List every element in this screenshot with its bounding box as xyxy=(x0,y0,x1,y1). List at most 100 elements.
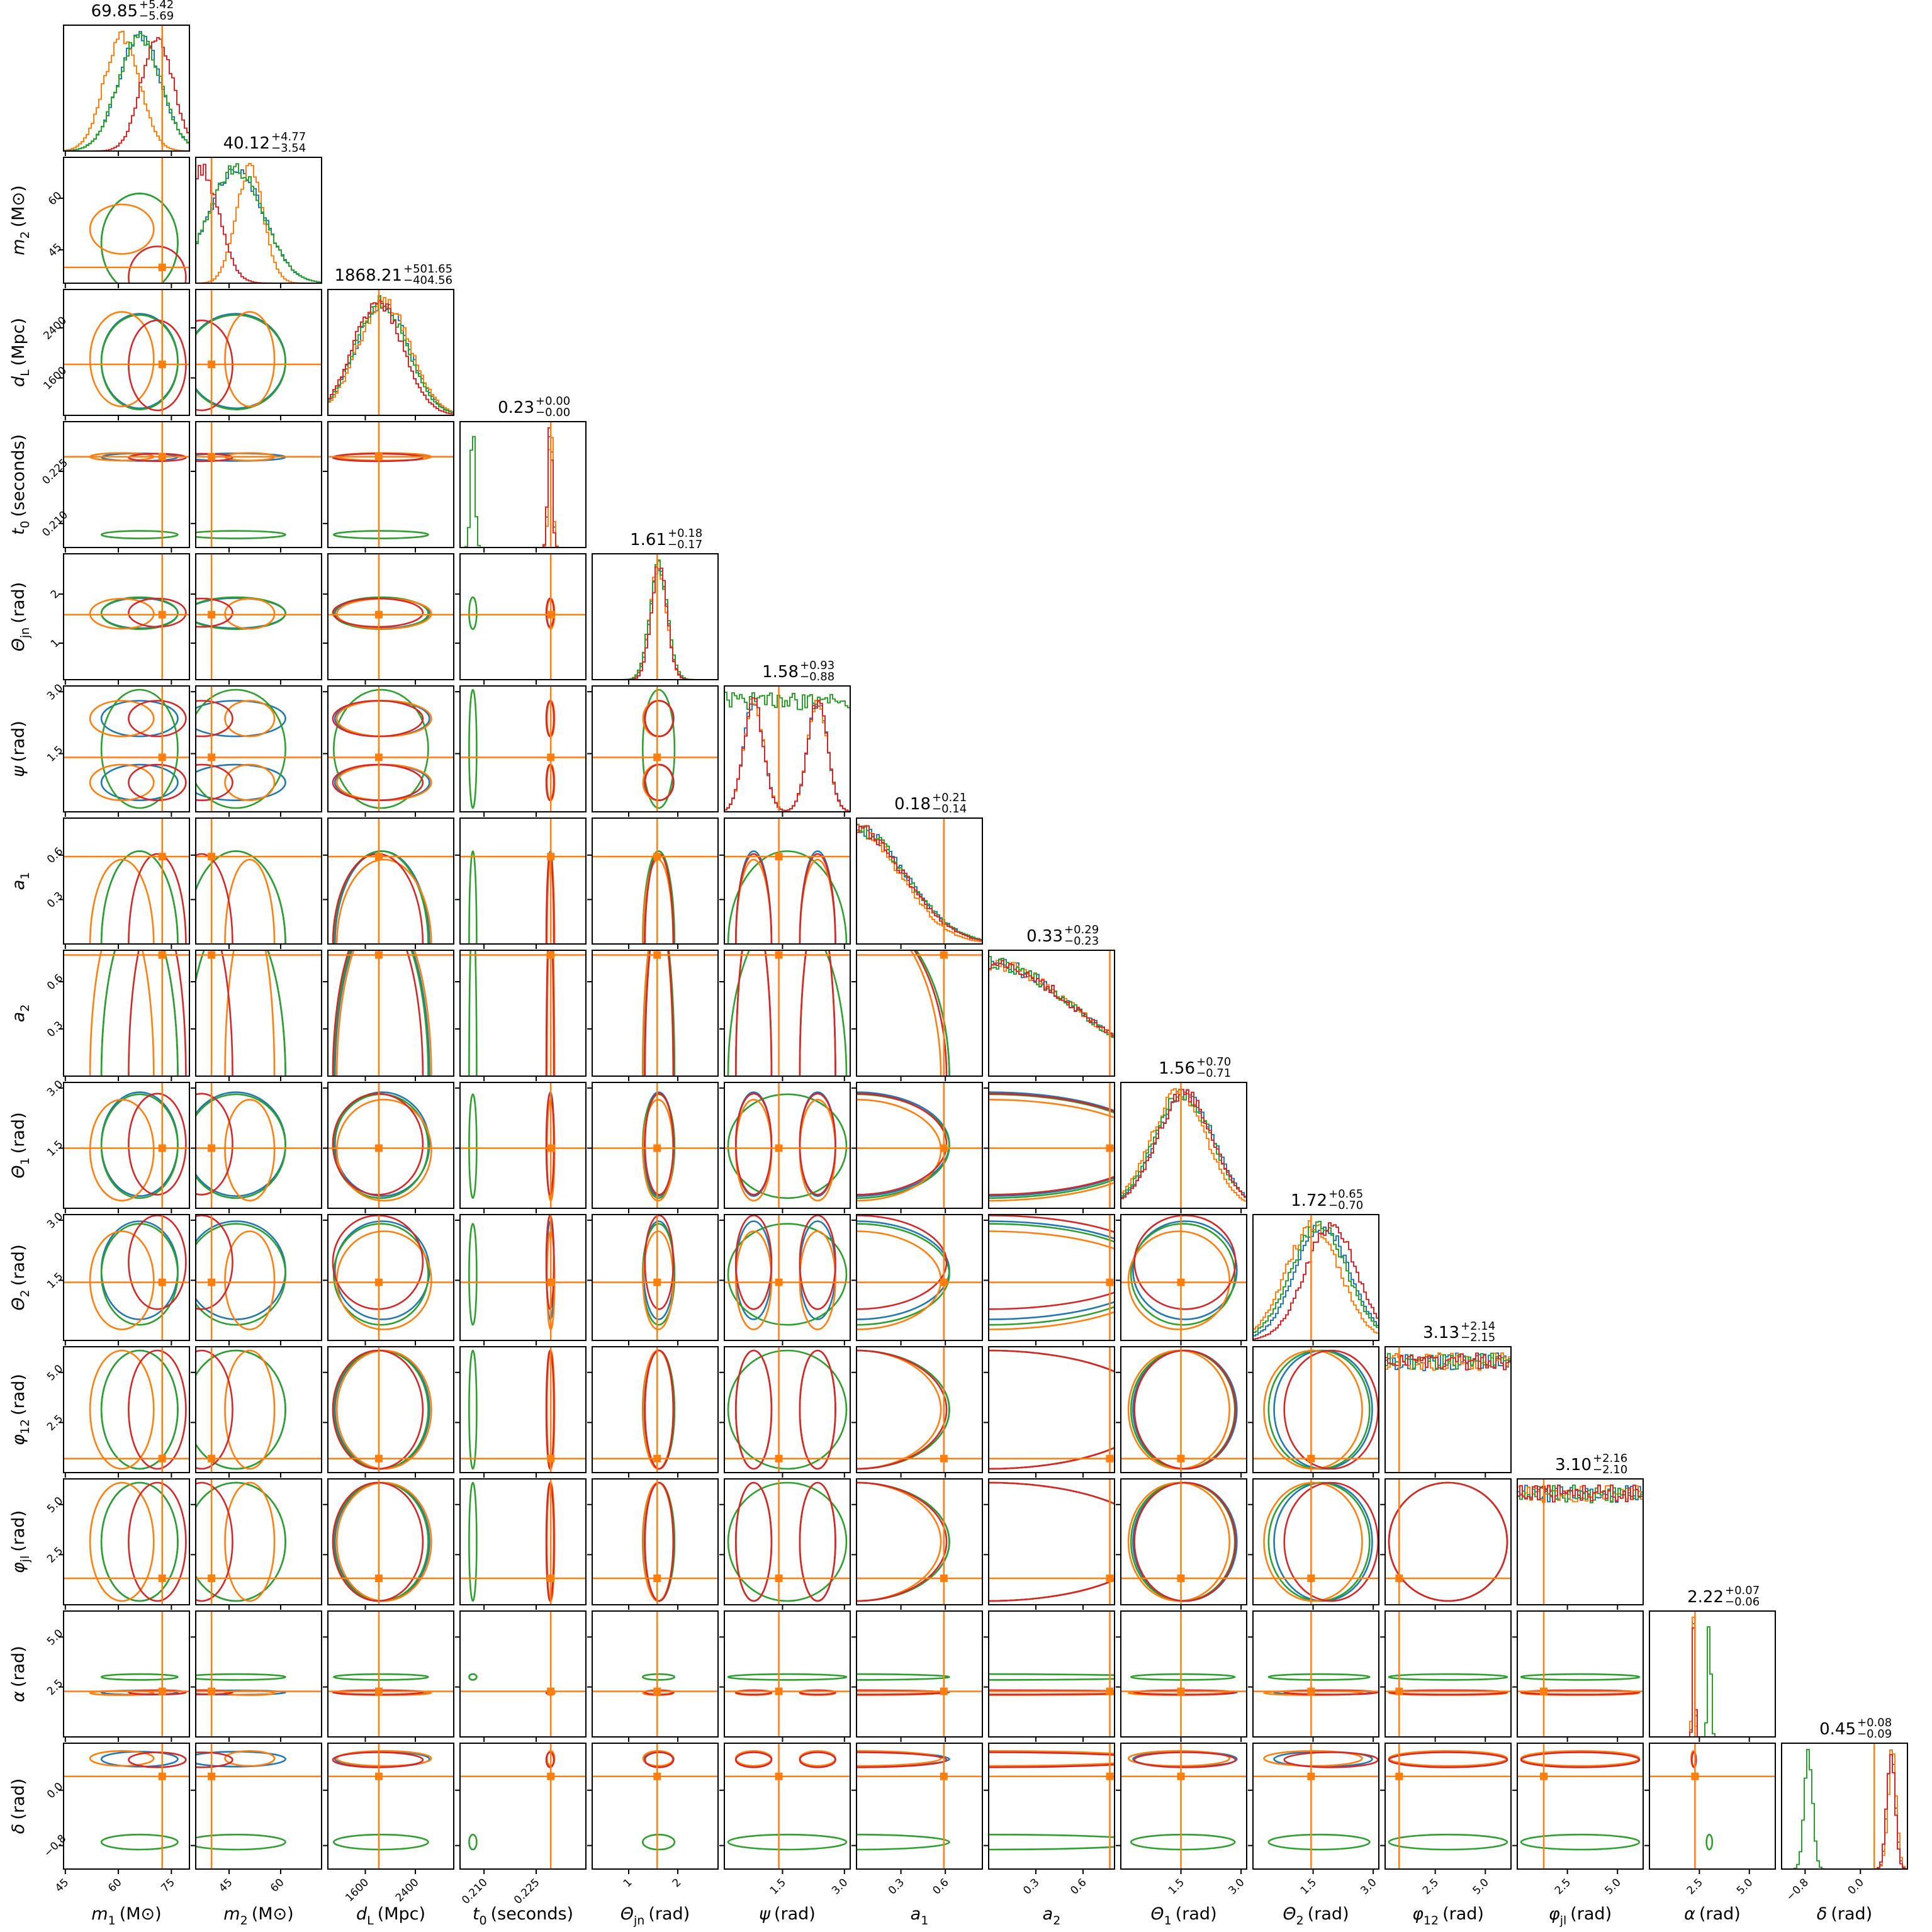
y-tick-label: 0.210 xyxy=(40,508,70,539)
axis-symbol: Θ xyxy=(1150,1904,1164,1924)
contour-series-1 xyxy=(224,1750,276,1767)
truth-marker xyxy=(775,1144,783,1152)
histogram-step-series-3 xyxy=(724,697,850,812)
contour-series-0 xyxy=(1273,1349,1373,1470)
contour-series-1 xyxy=(734,1230,773,1330)
contour-panel-a1-vs-jl xyxy=(856,1479,982,1605)
histogram-step-series-2 xyxy=(196,163,322,283)
axis-unit: (M⊙) xyxy=(252,1904,294,1924)
contour-panel-t0-vs-jl xyxy=(460,1479,586,1605)
y-tick-label: 5.0 xyxy=(45,1495,65,1515)
contour-panel-jn-vs-jl xyxy=(592,1479,718,1605)
axis-unit: (rad) xyxy=(1308,1904,1349,1924)
contour-panel-m2-vs-12 xyxy=(196,1347,322,1473)
y-axis-label-param: δ(rad) xyxy=(9,1778,28,1834)
contour-series-2 xyxy=(196,1481,286,1602)
contour-series-2 xyxy=(100,314,179,410)
y-tick-label: 2.5 xyxy=(45,1412,65,1433)
y-tick-label: −0.8 xyxy=(42,1833,69,1860)
contour-panel-t0-vs-1 xyxy=(460,1082,586,1208)
contour-series-1 xyxy=(1127,1481,1230,1602)
truth-marker xyxy=(653,1574,661,1582)
contour-series-1 xyxy=(1520,1750,1641,1767)
contour-panel-dl-vs-2 xyxy=(328,1215,454,1340)
panel-frame xyxy=(1384,1346,1512,1473)
panel-frame xyxy=(195,1743,322,1870)
x-tick-label: 3.0 xyxy=(1226,1876,1247,1897)
histogram-step-series-2 xyxy=(1253,1220,1379,1340)
contour-series-2 xyxy=(1130,1833,1236,1851)
panel-frame xyxy=(327,1082,454,1209)
contour-panel-a2-vs-12 xyxy=(989,1347,1115,1473)
contour-series-1 xyxy=(335,1098,432,1202)
contour-series-2 xyxy=(1520,1673,1641,1681)
title-plus-error: +4.77 xyxy=(271,130,306,143)
contour-series-3 xyxy=(332,1751,424,1768)
panel-frame xyxy=(459,1214,587,1341)
truth-marker xyxy=(653,951,661,959)
x-tick-label: 5.0 xyxy=(1471,1876,1491,1897)
truth-marker xyxy=(374,1574,383,1582)
contour-panel-m2-vs-jn xyxy=(196,554,322,680)
contour-panel-dl-vs-t0 xyxy=(328,422,454,548)
contour-series-1 xyxy=(89,597,155,630)
axis-unit: (rad) xyxy=(648,1904,690,1924)
contour-series-3 xyxy=(196,700,233,738)
contour-series-3 xyxy=(128,1215,187,1310)
axis-subscript: 2 xyxy=(18,231,32,239)
y-tick-label: 1.5 xyxy=(45,1271,65,1291)
contour-series-3 xyxy=(196,1092,233,1196)
y-tick-label: 0.225 xyxy=(40,456,70,487)
histogram-panel-dl xyxy=(328,289,454,415)
panel-frame xyxy=(1252,1743,1379,1870)
title-value: 1868.21 xyxy=(334,266,402,285)
histogram-step-series-2 xyxy=(460,435,586,548)
contour-series-3 xyxy=(332,597,424,628)
contour-series-1 xyxy=(335,763,432,801)
contour-series-3 xyxy=(734,1751,773,1768)
y-tick-label: 2 xyxy=(48,588,62,602)
x-axis-label-a1: a1 xyxy=(911,1904,929,1928)
contour-panel-m1-vs-param xyxy=(64,1611,189,1737)
y-axis-label-jn: Θjn(rad) xyxy=(9,582,32,651)
contour-series-3 xyxy=(1388,1481,1508,1602)
contour-panel-12-vs-param xyxy=(1385,1743,1511,1869)
contour-series-1 xyxy=(335,858,432,944)
panel-frame xyxy=(1120,1610,1247,1738)
histogram-step-series-1 xyxy=(1253,1220,1379,1340)
contour-series-2 xyxy=(641,1673,676,1681)
histogram-panel-m2 xyxy=(196,157,322,283)
truth-marker xyxy=(374,1144,383,1152)
contour-series-2 xyxy=(196,596,286,630)
title-minus-error: −0.71 xyxy=(1196,1067,1231,1080)
title-plus-error: +5.42 xyxy=(139,0,174,11)
panel-frame xyxy=(63,1743,190,1870)
truth-marker xyxy=(653,753,661,761)
contour-panel-2-vs-jl xyxy=(1253,1479,1379,1605)
truth-marker xyxy=(208,1687,216,1695)
axis-subscript: 0 xyxy=(480,1914,487,1928)
panel-frame xyxy=(327,1743,454,1870)
contour-series-2 xyxy=(196,1093,286,1199)
histogram-step-series-0 xyxy=(1517,1485,1643,1605)
contour-series-2 xyxy=(196,1833,286,1851)
contour-series-2 xyxy=(196,1223,286,1326)
truth-marker xyxy=(940,951,948,959)
contour-panel-a2-vs-param xyxy=(989,1611,1115,1737)
histogram-step-series-2 xyxy=(1782,1749,1907,1869)
contour-panel-a2-vs-1 xyxy=(989,1082,1115,1208)
panel-frame xyxy=(327,1346,454,1473)
x-tick-label: 1.5 xyxy=(1298,1876,1319,1897)
y-axis-label-m2: m2(M⊙) xyxy=(9,185,32,255)
axis-subscript: jn xyxy=(18,627,32,639)
x-axis-label-m2: m2(M⊙) xyxy=(223,1904,293,1928)
contour-series-3 xyxy=(332,1092,424,1196)
contour-series-3 xyxy=(799,1481,836,1602)
panel-frame xyxy=(327,685,454,812)
contour-panel-1-vs-param xyxy=(1121,1743,1247,1869)
contour-series-3 xyxy=(734,1092,773,1196)
contour-series-2 xyxy=(468,1481,478,1602)
histogram-panel-a1 xyxy=(856,818,982,944)
contour-panel-m1-vs-param xyxy=(64,686,189,812)
contour-series-1 xyxy=(224,1230,276,1330)
